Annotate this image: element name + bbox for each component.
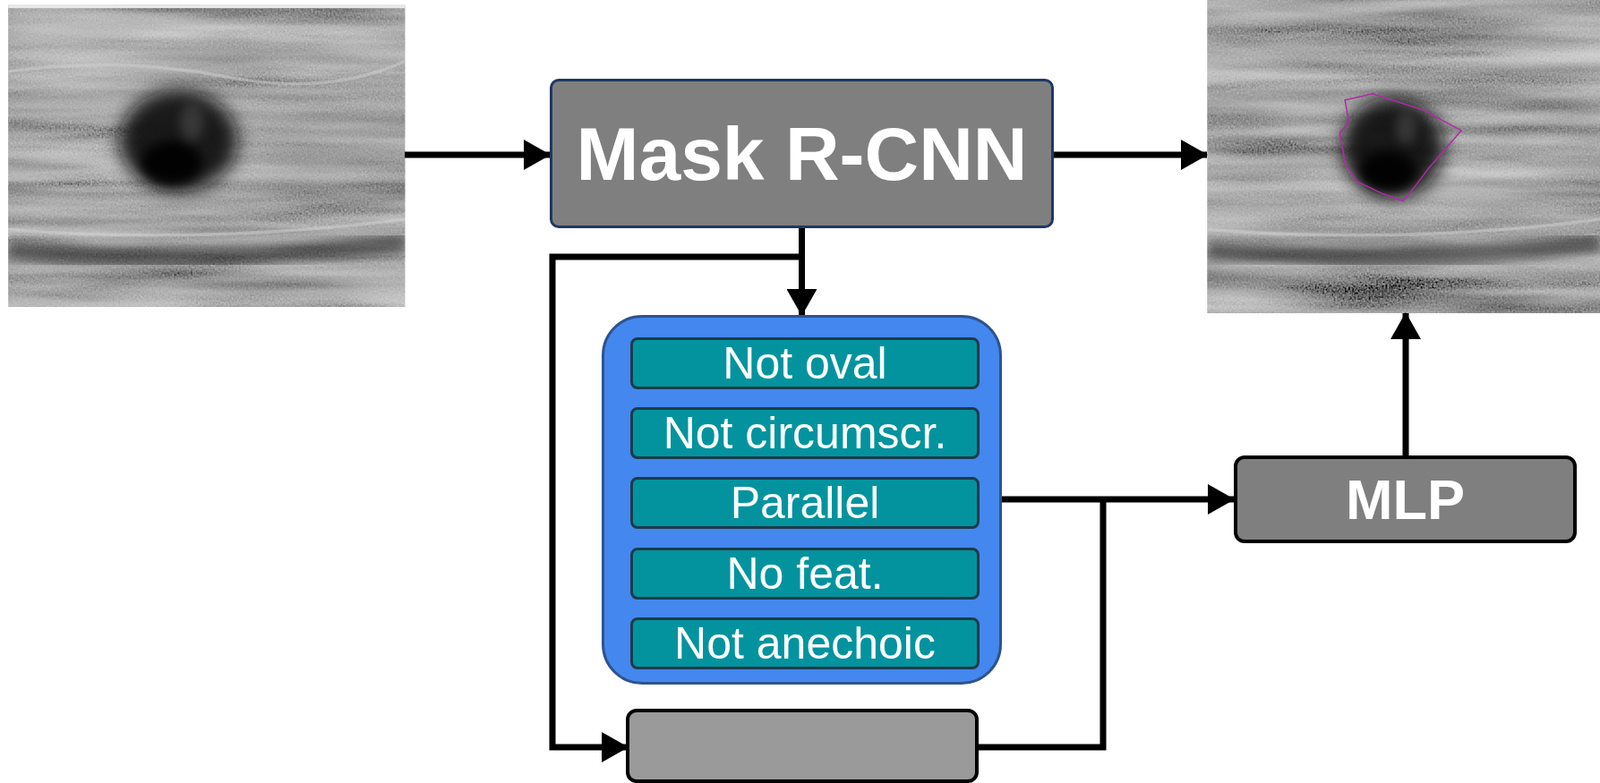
mlp-output-arrow — [1403, 313, 1410, 456]
ultrasound-input — [8, 5, 405, 308]
ultrasound-output — [1206, 0, 1600, 314]
connector-arrow — [798, 228, 805, 316]
feature-label-box: No feat. — [630, 547, 980, 600]
model-box: Mask R-CNN — [549, 78, 1054, 229]
segmentation-contour — [1339, 94, 1462, 202]
node-text: Not anechoic — [674, 621, 936, 667]
node-text: MLP — [1345, 471, 1465, 529]
input-arrow — [404, 152, 550, 159]
node-text: Parallel — [730, 480, 881, 526]
connector-arrow — [1001, 496, 1234, 504]
node-text: Mask R-CNN — [575, 116, 1027, 192]
feature-label-box: Not circumscr. — [630, 407, 980, 460]
output-arrow — [1053, 152, 1207, 159]
feature-label-box: Not oval — [630, 337, 980, 390]
connector-glow — [792, 228, 813, 316]
node-text: Not oval — [722, 341, 887, 386]
feature-group: Not ovalNot circumscr. Parallel No feat. No… — [601, 315, 1002, 685]
feature-label-box: Parallel — [630, 477, 980, 530]
mlp-box: MLP — [1233, 455, 1577, 544]
node-text: No feat. — [726, 551, 883, 597]
connector-group — [801, 228, 803, 316]
connector-group — [1001, 499, 1234, 501]
feature-box — [627, 710, 977, 782]
feature-label-box: Not anechoic — [630, 617, 980, 670]
node-text: Not circumscr. — [663, 410, 948, 456]
